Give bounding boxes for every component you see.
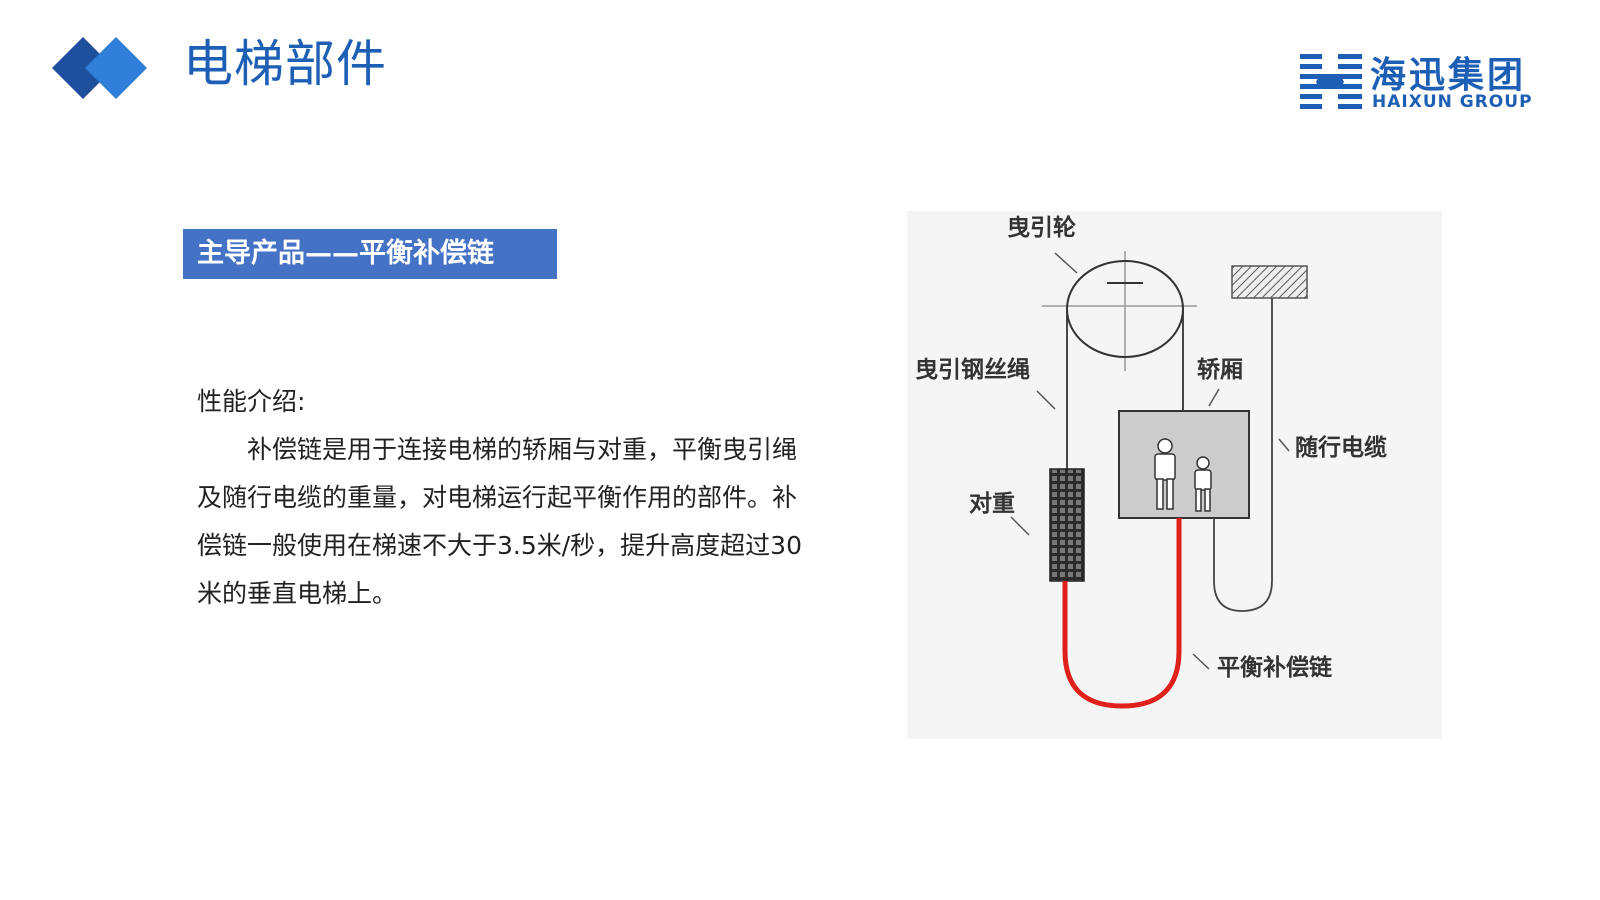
- logo-subtitle: HAIXUN GROUP: [1372, 92, 1533, 112]
- counterweight-block: [1049, 468, 1085, 582]
- page-title: 电梯部件: [183, 35, 387, 93]
- passengers-icon: [1154, 438, 1212, 512]
- intro-heading: 性能介绍:: [197, 387, 306, 416]
- intro-body: 补偿链是用于连接电梯的轿厢与对重，平衡曳引绳及随行电缆的重量，对电梯运行起平衡作…: [197, 435, 802, 608]
- label-traction-rope: 曳引钢丝绳: [915, 357, 1030, 383]
- elevator-car: [1118, 410, 1250, 519]
- traction-rope: [1066, 311, 1184, 469]
- striped-h-icon: [1300, 54, 1362, 109]
- label-traveling-cable: 随行电缆: [1295, 435, 1387, 461]
- elevator-diagram: 曳引轮 曳引钢丝绳 轿厢 随行电缆 对重 平衡补偿链: [907, 211, 1442, 739]
- traveling-cable: [1213, 298, 1273, 612]
- elevator-diagram-drawing: [1010, 251, 1308, 709]
- ceiling-anchor: [1231, 265, 1308, 299]
- label-car: 轿厢: [1197, 357, 1243, 383]
- label-traction-sheave: 曳引轮: [1007, 215, 1076, 241]
- leader-lines: [1010, 252, 1290, 670]
- compensation-chain: [1062, 518, 1182, 709]
- product-banner: 主导产品——平衡补偿链: [183, 229, 557, 279]
- blue-diamonds-icon: [50, 33, 150, 103]
- label-counterweight: 对重: [969, 491, 1015, 517]
- performance-intro: 性能介绍: 补偿链是用于连接电梯的轿厢与对重，平衡曳引绳及随行电缆的重量，对电梯…: [197, 378, 817, 618]
- logo-name: 海迅集团: [1370, 55, 1527, 96]
- company-logo: 海迅集团 HAIXUN GROUP: [1300, 52, 1540, 112]
- label-compensation-chain: 平衡补偿链: [1217, 655, 1332, 681]
- traction-sheave: [1042, 251, 1197, 371]
